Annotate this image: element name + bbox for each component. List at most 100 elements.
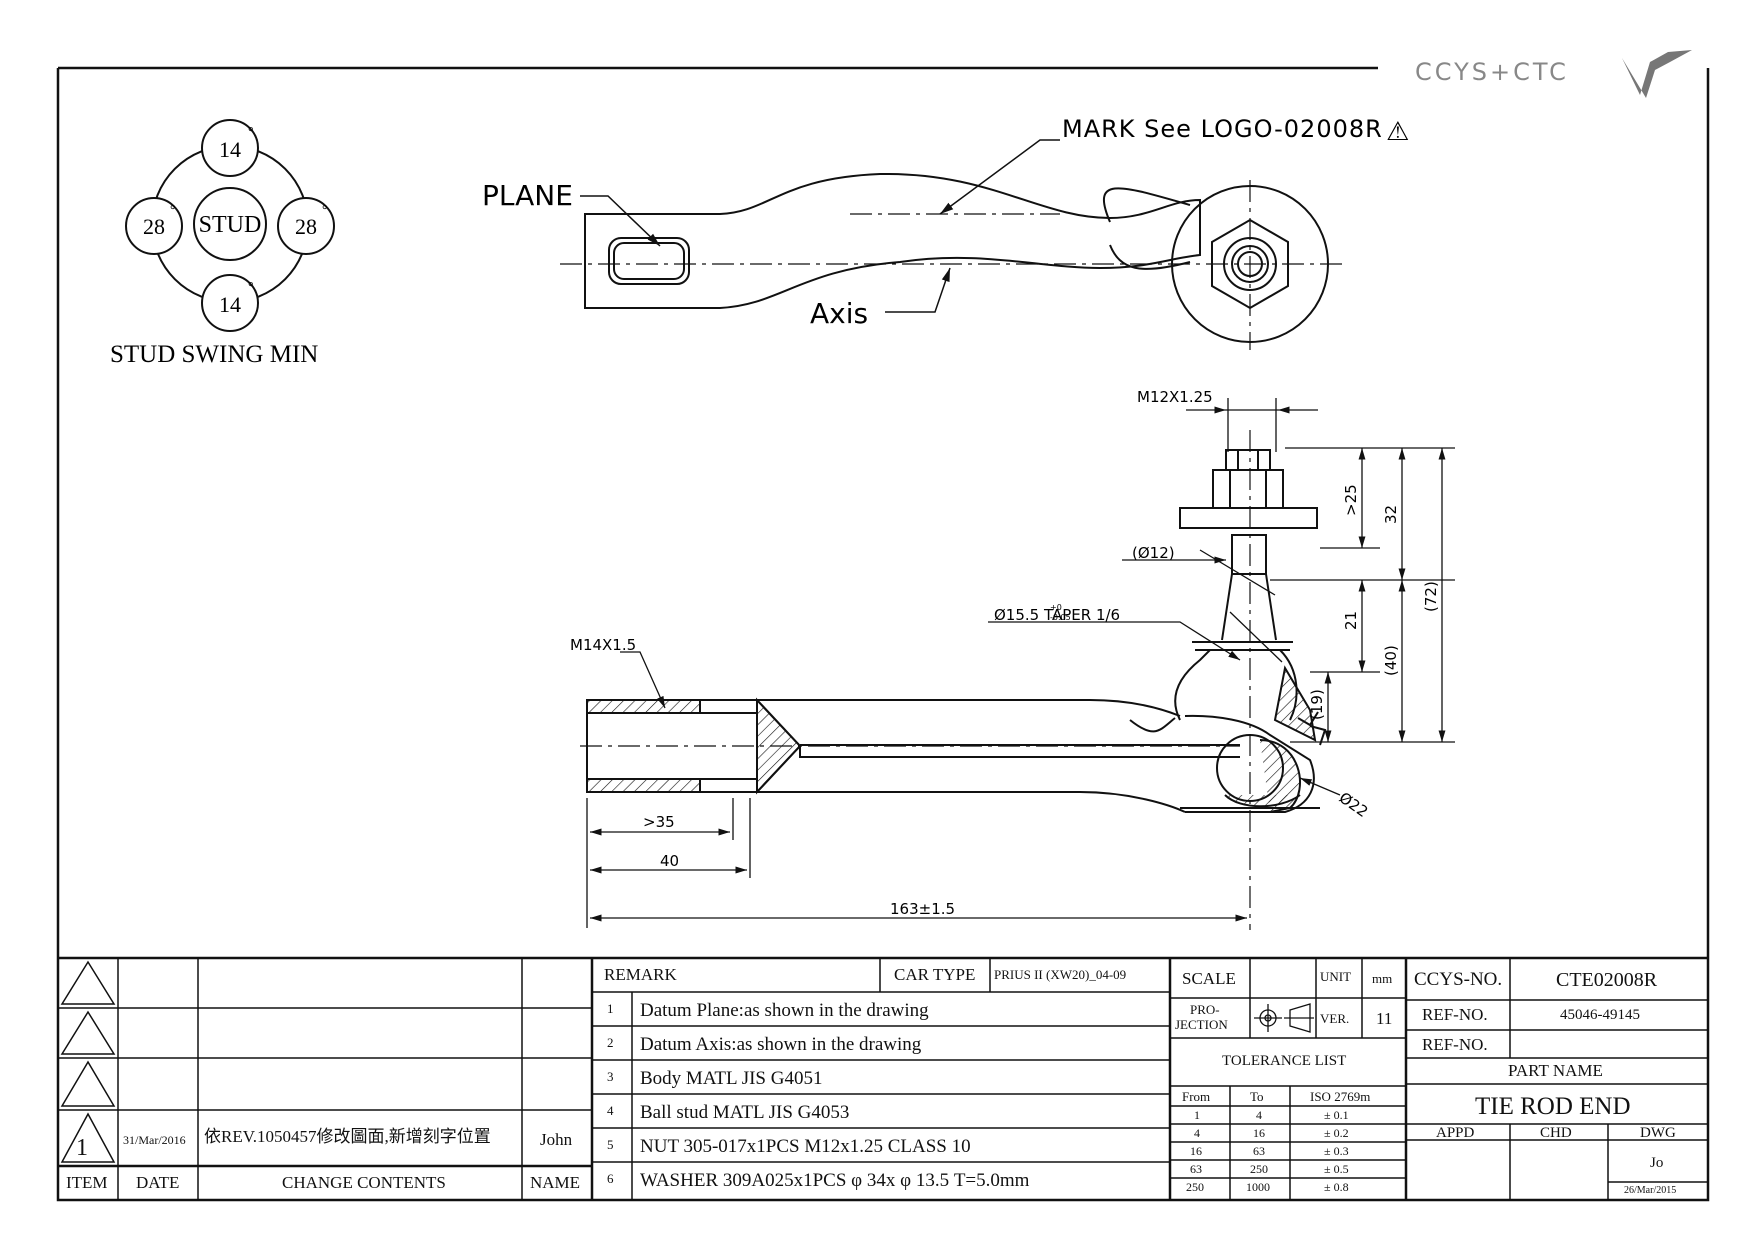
tol-row1-to: 4 bbox=[1256, 1108, 1262, 1122]
ccys-no-value: CTE02008R bbox=[1556, 969, 1658, 991]
tol-row2-from: 4 bbox=[1194, 1126, 1200, 1140]
dwg-name: Jo bbox=[1650, 1155, 1664, 1171]
ccys-ctc-logo: CCYS+CTC bbox=[1415, 50, 1692, 98]
dim-taper-tol-lower: -0.05 bbox=[1050, 613, 1071, 622]
revision-item-1: 1 bbox=[76, 1135, 88, 1161]
tol-row5-val: ± 0.8 bbox=[1324, 1180, 1349, 1194]
tol-row3-to: 63 bbox=[1253, 1144, 1265, 1158]
remark-header: REMARK bbox=[604, 965, 677, 984]
tol-header-from: From bbox=[1182, 1089, 1211, 1104]
dim-h35: >35 bbox=[643, 813, 675, 831]
revision-content-1: 依REV.1050457修改圖面,新增刻字位置 bbox=[204, 1127, 491, 1146]
revision-date-1: 31/Mar/2016 bbox=[123, 1133, 186, 1147]
dwg-date: 26/Mar/2015 bbox=[1624, 1185, 1677, 1196]
degree-sign-right: ° bbox=[322, 203, 328, 218]
tol-row3-from: 16 bbox=[1190, 1144, 1202, 1158]
dim-v25: >25 bbox=[1342, 484, 1360, 516]
chd-label: CHD bbox=[1540, 1125, 1572, 1141]
unit-value: mm bbox=[1372, 971, 1393, 986]
ref-no-value-1: 45046-49145 bbox=[1560, 1007, 1640, 1023]
title-block-grid bbox=[58, 956, 1708, 1200]
swing-right-value: 28 bbox=[295, 214, 317, 239]
part-name-label: PART NAME bbox=[1508, 1061, 1603, 1080]
appd-label: APPD bbox=[1436, 1125, 1475, 1141]
degree-sign-top: ° bbox=[248, 125, 254, 140]
remark-text-3: Body MATL JIS G4051 bbox=[640, 1068, 823, 1089]
dwg-label: DWG bbox=[1640, 1125, 1676, 1141]
axis-leader bbox=[885, 267, 951, 313]
dim-v40: (40) bbox=[1382, 645, 1400, 676]
dim-stud-thread: M12X1.25 bbox=[1137, 388, 1213, 406]
projection-label-2: JECTION bbox=[1175, 1017, 1228, 1032]
dim-taper: Ø15.5 TAPER 1/6 bbox=[994, 606, 1120, 624]
remark-no-5: 5 bbox=[607, 1137, 614, 1152]
tol-row2-val: ± 0.2 bbox=[1324, 1126, 1349, 1140]
remark-text-4: Ball stud MATL JIS G4053 bbox=[640, 1102, 850, 1123]
stud-swing-caption: STUD SWING MIN bbox=[110, 341, 318, 368]
remark-text-1: Datum Plane:as shown in the drawing bbox=[640, 1000, 929, 1021]
tol-row1-val: ± 0.1 bbox=[1324, 1108, 1349, 1122]
ref-no-label-1: REF-NO. bbox=[1422, 1005, 1488, 1024]
swing-center-label: STUD bbox=[199, 212, 262, 238]
ver-value: 11 bbox=[1376, 1009, 1393, 1028]
remark-no-2: 2 bbox=[607, 1035, 614, 1050]
projection-label-1: PRO- bbox=[1190, 1002, 1220, 1017]
dim-ball-dia: Ø22 bbox=[1336, 789, 1372, 821]
header-change-contents: CHANGE CONTENTS bbox=[282, 1173, 446, 1192]
mark-leader bbox=[939, 139, 1060, 215]
remark-no-3: 3 bbox=[607, 1069, 614, 1084]
mark-label: MARK See LOGO-02008R bbox=[1062, 115, 1383, 143]
swing-left-value: 28 bbox=[143, 214, 165, 239]
header-item: ITEM bbox=[66, 1173, 108, 1192]
tol-row4-to: 250 bbox=[1250, 1162, 1268, 1176]
tol-header-iso: ISO 2769m bbox=[1310, 1089, 1371, 1104]
unit-label: UNIT bbox=[1320, 969, 1352, 984]
dim-v19: (19) bbox=[1308, 689, 1326, 720]
tol-row4-val: ± 0.5 bbox=[1324, 1162, 1349, 1176]
dim-stud-dia: (Ø12) bbox=[1132, 544, 1175, 562]
tol-header-to: To bbox=[1250, 1089, 1264, 1104]
top-view-centerlines bbox=[560, 180, 1345, 350]
dim-body-thread: M14X1.5 bbox=[570, 636, 636, 654]
remark-text-5: NUT 305-017x1PCS M12x1.25 CLASS 10 bbox=[640, 1136, 971, 1157]
remark-text-2: Datum Axis:as shown in the drawing bbox=[640, 1034, 922, 1055]
dim-v32: 32 bbox=[1382, 505, 1400, 524]
tol-row1-from: 1 bbox=[1194, 1108, 1200, 1122]
stud-swing-diagram bbox=[125, 119, 335, 332]
dim-h163: 163±1.5 bbox=[890, 900, 955, 918]
dim-taper-tol-upper: +0 bbox=[1050, 603, 1062, 612]
logo-emblem bbox=[1622, 50, 1692, 98]
tolerance-title: TOLERANCE LIST bbox=[1222, 1053, 1347, 1069]
axis-label: Axis bbox=[810, 297, 868, 330]
degree-sign-left: ° bbox=[170, 203, 176, 218]
part-name-value: TIE ROD END bbox=[1475, 1093, 1631, 1120]
tol-row5-to: 1000 bbox=[1246, 1180, 1270, 1194]
tol-row3-val: ± 0.3 bbox=[1324, 1144, 1349, 1158]
scale-label: SCALE bbox=[1182, 969, 1236, 988]
top-view bbox=[584, 172, 1329, 343]
ccys-no-label: CCYS-NO. bbox=[1414, 969, 1503, 990]
remark-no-4: 4 bbox=[607, 1103, 614, 1118]
plane-leader bbox=[580, 195, 661, 247]
header-date: DATE bbox=[136, 1173, 180, 1192]
degree-sign-bottom: ° bbox=[248, 280, 254, 295]
third-angle-projection-icon bbox=[1254, 1003, 1314, 1033]
swing-bottom-value: 14 bbox=[219, 292, 241, 317]
remark-no-1: 1 bbox=[607, 1001, 614, 1016]
svg-text:CCYS+CTC: CCYS+CTC bbox=[1415, 58, 1569, 86]
ref-no-label-2: REF-NO. bbox=[1422, 1035, 1488, 1054]
drawing-border bbox=[56, 66, 1710, 1202]
car-type-value: PRIUS II (XW20)_04-09 bbox=[994, 967, 1127, 982]
swing-top-value: 14 bbox=[219, 137, 241, 162]
remark-no-6: 6 bbox=[607, 1171, 614, 1186]
car-type-label: CAR TYPE bbox=[894, 965, 976, 984]
dim-h40: 40 bbox=[660, 852, 679, 870]
dim-v72: (72) bbox=[1422, 581, 1440, 612]
header-name: NAME bbox=[530, 1173, 581, 1192]
side-view bbox=[586, 449, 1327, 813]
plane-label: PLANE bbox=[482, 179, 573, 212]
dim-v21: 21 bbox=[1342, 611, 1360, 630]
tol-row5-from: 250 bbox=[1186, 1180, 1204, 1194]
